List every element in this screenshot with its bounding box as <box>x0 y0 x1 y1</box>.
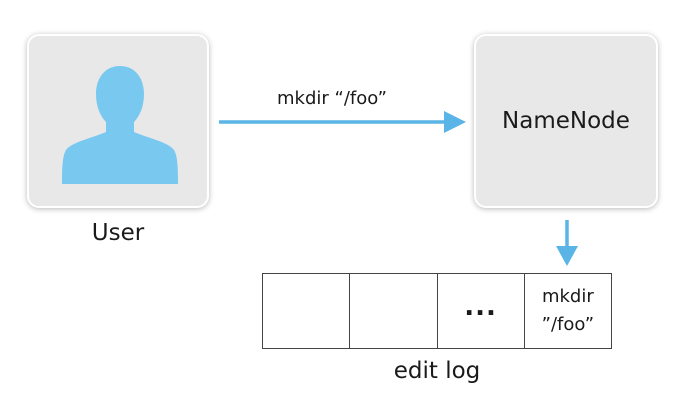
user-silhouette-icon <box>62 66 178 184</box>
namenode-card: NameNode <box>474 34 658 208</box>
user-label: User <box>91 220 145 246</box>
ellipsis: ... <box>464 292 497 322</box>
command-arrow <box>219 111 466 133</box>
edit-log: ... mkdir ”/foo” <box>262 273 612 349</box>
log-entry: mkdir ”/foo” <box>542 283 594 339</box>
log-entry-line2: ”/foo” <box>541 314 595 335</box>
log-cell-empty-1 <box>263 274 351 348</box>
edit-log-label: edit log <box>393 358 481 384</box>
log-entry-line1: mkdir <box>541 286 594 307</box>
command-label: mkdir “/foo” <box>277 88 387 109</box>
log-write-arrow <box>556 220 578 266</box>
log-cell-ellipsis: ... <box>438 274 525 348</box>
user-card <box>27 34 209 208</box>
log-cell-entry: mkdir ”/foo” <box>525 274 611 348</box>
log-cell-empty-2 <box>350 274 438 348</box>
namenode-label: NameNode <box>502 108 630 134</box>
